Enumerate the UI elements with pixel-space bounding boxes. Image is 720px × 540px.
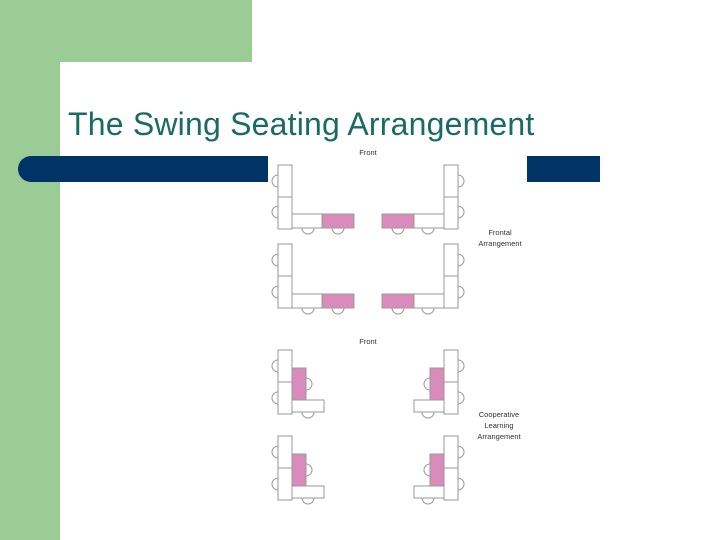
- frontal-caption-line-1: Frontal: [488, 228, 512, 237]
- frontal-front-label: Front: [359, 148, 377, 157]
- cooperative-pod-top-right: [413, 349, 465, 419]
- cooperative-caption-line-3: Arrangement: [477, 432, 521, 441]
- cooperative-front-label: Front: [359, 337, 377, 346]
- slide-title: The Swing Seating Arrangement: [68, 106, 535, 142]
- cooperative-caption-line-2: Learning: [484, 421, 513, 430]
- title-underline-bar-right: [527, 156, 600, 182]
- frontal-pod-bottom-left: [271, 243, 355, 315]
- frontal-pod-top-right: [381, 164, 465, 235]
- frontal-pod-bottom-right: [381, 243, 465, 315]
- frontal-pod-top-left: [271, 164, 355, 235]
- title-underline-bar-left: [18, 156, 268, 182]
- frontal-caption-line-2: Arrangement: [478, 239, 522, 248]
- cooperative-pod-bottom-left: [271, 435, 325, 505]
- green-top-block: [0, 0, 252, 62]
- cooperative-pod-bottom-right: [413, 435, 465, 505]
- green-sidebar: [0, 0, 60, 540]
- cooperative-pod-top-left: [271, 349, 325, 419]
- cooperative-caption-line-1: Cooperative: [479, 410, 519, 419]
